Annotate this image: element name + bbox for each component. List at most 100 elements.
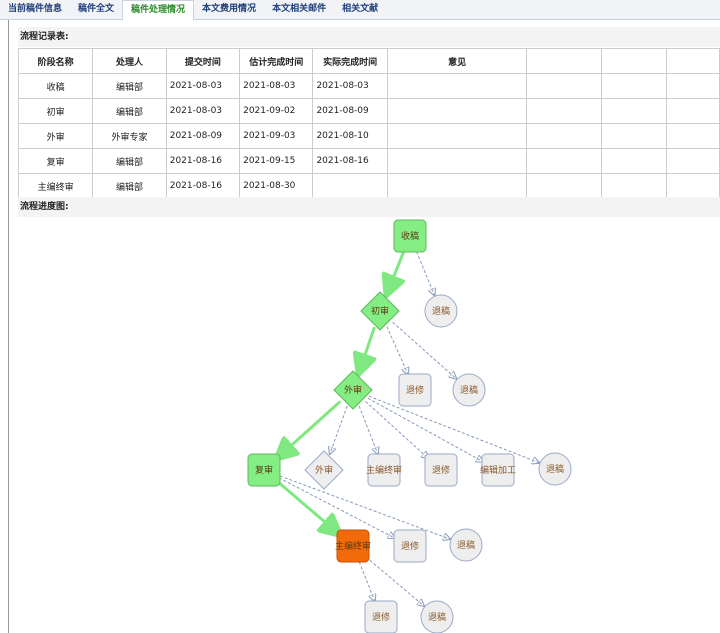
tab-4[interactable]: 本文相关邮件 (272, 4, 327, 14)
tab-2[interactable]: 稿件处理情况 (122, 0, 195, 21)
tab-bar: 当前稿件信息 稿件全文稿件处理情况本文费用情况 本文相关邮件 相关文献 (0, 0, 720, 21)
table-cell (526, 173, 602, 199)
optional-flow-edge (416, 251, 434, 296)
column-header (665, 48, 720, 74)
optional-flow-edge (368, 395, 539, 463)
flow-node-done[interactable]: 外审 (333, 370, 373, 410)
flow-node-label: 退修 (406, 384, 424, 396)
flow-node-label: 主编终审 (366, 464, 402, 476)
optional-flow-edge (365, 401, 429, 458)
table-cell (386, 123, 528, 149)
table-cell (386, 173, 528, 199)
flow-node-current[interactable]: 主编终审 (335, 529, 371, 563)
flow-node-label: 退修 (432, 464, 450, 476)
table-cell (665, 148, 720, 174)
record-section-title: 流程记录表: (18, 27, 720, 47)
table-cell: 2021-09-03 (239, 123, 314, 149)
tab-1[interactable]: 稿件全文 (78, 4, 115, 14)
table-cell (526, 73, 602, 99)
table-cell (526, 148, 602, 174)
tab-0[interactable]: 当前稿件信息 (8, 4, 63, 14)
table-cell: 2021-08-03 (312, 73, 388, 99)
column-header (526, 48, 602, 74)
table-cell: 2021-08-09 (312, 98, 388, 124)
table-cell: 2021-08-03 (165, 98, 241, 124)
flow-node-pending[interactable]: 退稿 (538, 452, 572, 486)
completed-flow-edge (277, 400, 342, 458)
flow-node-pending[interactable]: 退修 (398, 373, 432, 407)
optional-flow-edge (367, 397, 483, 462)
flow-node-label: 退稿 (457, 539, 475, 551)
optional-flow-edge (358, 405, 378, 454)
table-cell: 编辑部 (92, 148, 167, 174)
flow-node-label: 编辑加工 (480, 464, 516, 476)
completed-flow-edge (386, 251, 403, 295)
flow-node-done[interactable]: 复审 (247, 453, 281, 487)
flow-node-label: 收稿 (401, 230, 419, 242)
flow-node-label: 外审 (315, 464, 333, 476)
flow-node-pending[interactable]: 编辑加工 (480, 453, 516, 487)
table-cell (665, 73, 720, 99)
flow-node-pending[interactable]: 退稿 (424, 294, 458, 328)
flow-node-done[interactable]: 初审 (360, 291, 400, 331)
flow-node-label: 退稿 (428, 611, 446, 623)
flow-node-label: 退稿 (432, 305, 450, 317)
table-cell: 编辑部 (92, 98, 167, 124)
table-cell: 2021-09-15 (239, 148, 314, 174)
table-cell: 2021-08-16 (165, 173, 241, 199)
flow-node-pending[interactable]: 退修 (364, 600, 398, 633)
table-cell: 主编终审 (17, 173, 94, 199)
column-header (600, 48, 667, 74)
table-cell (600, 123, 667, 149)
process-flow-diagram: 收稿退稿初审外审退修退稿复审外审主编终审退修编辑加工退稿主编终审退修退稿退修退稿 (247, 219, 572, 633)
flow-node-label: 复审 (255, 464, 273, 476)
flow-node-pending[interactable]: 主编终审 (366, 453, 402, 487)
optional-flow-edge (392, 321, 457, 378)
flow-node-pending[interactable]: 退稿 (420, 600, 454, 633)
table-header: 阶段名称处理人提交时间估计完成时间实际完成时间意见 (17, 48, 720, 74)
flow-node-label: 初审 (371, 305, 389, 317)
table-cell: 2021-08-10 (312, 123, 388, 149)
flow-node-pending[interactable]: 退修 (424, 453, 458, 487)
table-cell: 2021-08-03 (165, 73, 241, 99)
flow-node-label: 退修 (372, 611, 390, 623)
table-cell: 编辑部 (92, 73, 167, 99)
tab-5[interactable]: 相关文献 (342, 4, 379, 14)
column-header: 实际完成时间 (312, 48, 388, 74)
flow-node-label: 主编终审 (335, 540, 371, 552)
flow-node-pending[interactable]: 外审 (304, 450, 344, 490)
optional-flow-edge (358, 561, 375, 601)
table-cell (600, 148, 667, 174)
table-cell: 收稿 (17, 73, 94, 99)
table-cell (526, 98, 602, 124)
flow-node-done[interactable]: 收稿 (393, 219, 427, 253)
table-cell (386, 73, 528, 99)
completed-flow-edge (275, 479, 340, 535)
table-cell: 外审专家 (92, 123, 167, 149)
flow-node-pending[interactable]: 退稿 (449, 528, 483, 562)
table-cell: 2021-08-03 (239, 73, 314, 99)
table-cell: 初审 (17, 98, 94, 124)
tab-3[interactable]: 本文费用情况 (202, 4, 257, 14)
table-cell: 2021-08-16 (165, 148, 241, 174)
table-cell (600, 173, 667, 199)
flow-node-label: 退修 (401, 540, 419, 552)
optional-flow-edge (279, 475, 450, 539)
table-cell: 复审 (17, 148, 94, 174)
optional-flow-edge (386, 326, 408, 375)
flow-node-pending[interactable]: 退稿 (452, 373, 486, 407)
column-header: 提交时间 (165, 48, 241, 74)
table-cell (386, 148, 528, 174)
table-cell (526, 123, 602, 149)
flow-node-label: 退稿 (460, 384, 478, 396)
diagram-section-title: 流程进度图: (18, 197, 720, 217)
flow-node-pending[interactable]: 退修 (393, 529, 427, 563)
column-header: 处理人 (92, 48, 167, 74)
table-cell: 2021-09-02 (239, 98, 314, 124)
completed-flow-edge (358, 326, 374, 374)
